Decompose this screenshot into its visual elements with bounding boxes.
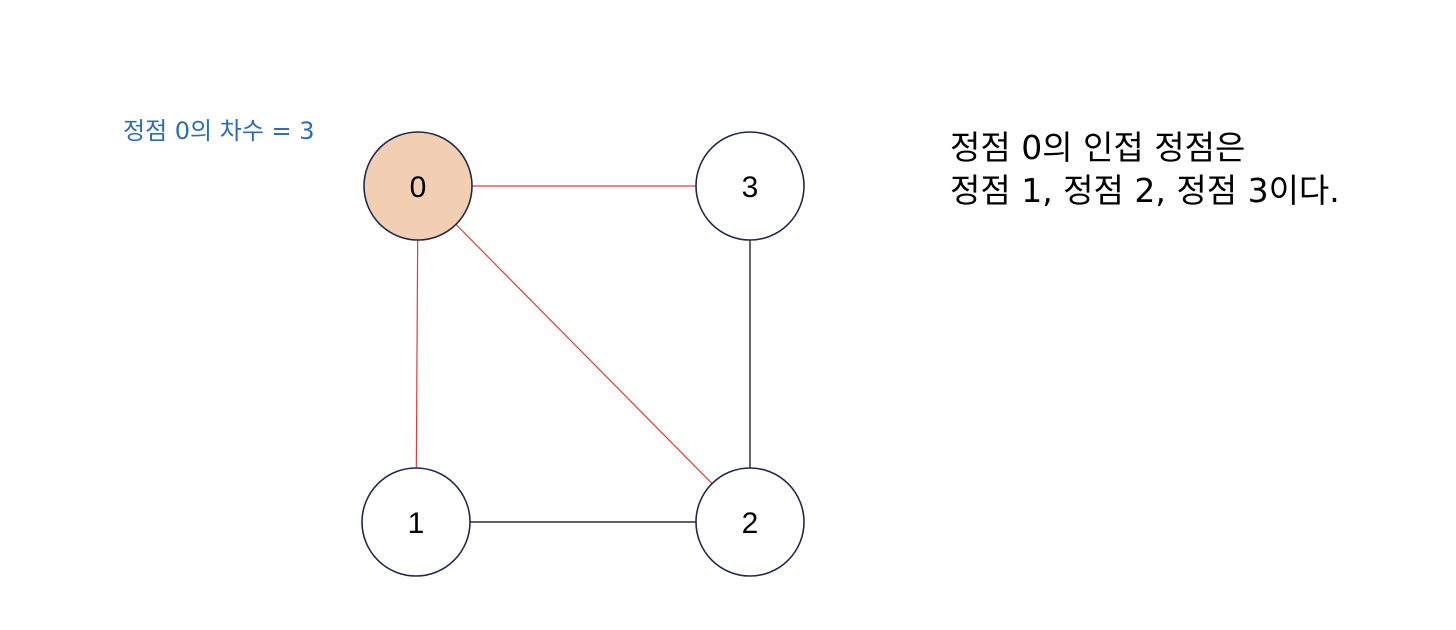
node-0: 0 xyxy=(363,131,473,241)
node-label-0: 0 xyxy=(410,171,427,204)
adjacency-description: 정점 0의 인접 정점은 정점 1, 정점 2, 정점 3이다. xyxy=(950,126,1340,212)
node-label-2: 2 xyxy=(742,507,759,540)
description-line-2: 정점 1, 정점 2, 정점 3이다. xyxy=(950,171,1340,210)
edge-0-1 xyxy=(415,185,419,523)
degree-annotation: 정점 0의 차수 = 3 xyxy=(123,117,315,145)
node-2: 2 xyxy=(695,467,805,577)
edge-0-2 xyxy=(417,185,751,523)
node-label-3: 3 xyxy=(742,171,759,204)
node-circle-1 xyxy=(361,467,471,577)
node-label-1: 1 xyxy=(408,507,425,540)
node-3: 3 xyxy=(695,131,805,241)
node-circle-0 xyxy=(363,131,473,241)
edges-layer xyxy=(415,185,751,523)
node-circle-3 xyxy=(695,131,805,241)
description-line-1: 정점 0의 인접 정점은 xyxy=(950,128,1246,167)
node-1: 1 xyxy=(361,467,471,577)
node-circle-2 xyxy=(695,467,805,577)
nodes-layer: 0 1 2 3 xyxy=(361,131,805,577)
